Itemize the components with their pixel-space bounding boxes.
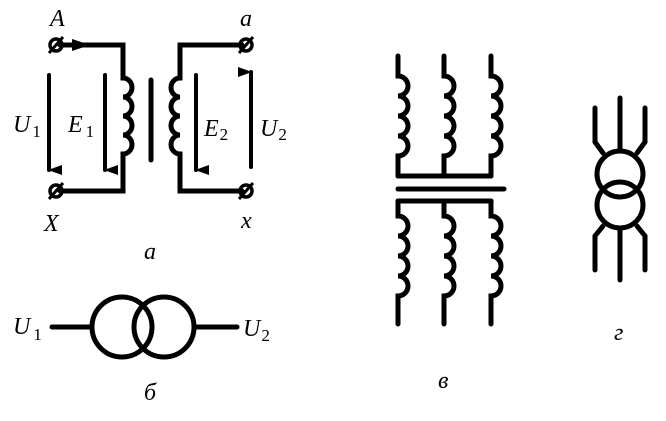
top-lead-left	[592, 105, 606, 156]
caption-a: а	[144, 239, 156, 265]
panel-g-symbol: г	[592, 95, 648, 346]
terminal-label-X: X	[43, 211, 60, 237]
caption-g: г	[614, 320, 623, 346]
terminal-A-icon	[47, 36, 65, 54]
top-winding-3	[488, 53, 504, 179]
winding-circle-bottom	[594, 179, 646, 231]
terminal-a-icon	[237, 36, 255, 54]
label-U2-b: U2	[243, 316, 270, 345]
terminal-x-icon	[237, 182, 255, 200]
label-U2: U2	[260, 116, 287, 144]
top-winding-1	[395, 53, 411, 179]
top-lead-right	[634, 105, 648, 156]
caption-b: б	[144, 380, 157, 406]
winding-circle-1	[89, 294, 155, 360]
bottom-lead-right	[634, 223, 648, 273]
primary-winding	[57, 42, 135, 194]
winding-circle-2	[131, 294, 197, 360]
caption-v: в	[438, 368, 448, 394]
secondary-winding	[168, 42, 245, 194]
bottom-winding-1	[395, 198, 411, 327]
terminal-label-A: A	[48, 6, 65, 32]
terminal-X-icon	[47, 182, 65, 200]
panel-v-three-phase: в	[395, 53, 507, 394]
terminal-label-a: a	[240, 6, 252, 32]
top-winding-2	[441, 53, 457, 179]
label-E2: E2	[203, 116, 228, 144]
current-arrow-icon	[72, 39, 90, 51]
bottom-winding-3	[488, 198, 504, 327]
terminal-label-x: x	[240, 208, 252, 234]
bottom-lead-left	[592, 223, 606, 273]
bottom-winding-2	[441, 198, 457, 327]
